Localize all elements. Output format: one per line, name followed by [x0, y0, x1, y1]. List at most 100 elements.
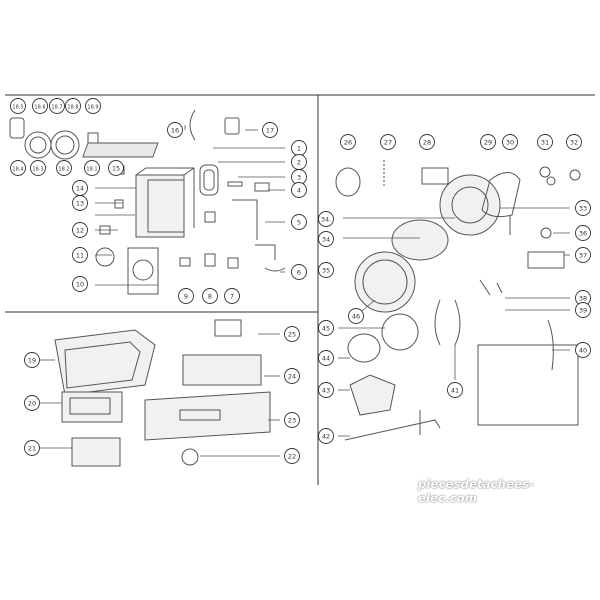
part-callout-number: 34. — [321, 215, 331, 223]
cabinet-parts-drawing — [9, 109, 286, 295]
part-callout-42: 42 — [318, 428, 334, 444]
part-callout-number: 17 — [266, 126, 274, 134]
part-callout-number: 32 — [570, 138, 578, 146]
part-callout-number: 12 — [76, 226, 84, 234]
part-callout-number: 24 — [288, 372, 296, 380]
part-callout-number: 26 — [344, 138, 352, 146]
part-callout-28: 28 — [419, 134, 435, 150]
part-callout-number: 40 — [579, 346, 587, 354]
part-callout-number: 31 — [541, 138, 549, 146]
part-callout-number: 34 — [322, 235, 330, 243]
part-callout-number: 44 — [322, 354, 330, 362]
part-callout-18.2: 18.2 — [56, 160, 72, 176]
part-callout-7: 7 — [224, 288, 240, 304]
part-callout-number: 35 — [322, 266, 330, 274]
part-callout-number: 15 — [112, 164, 120, 172]
part-callout-number: 2 — [297, 158, 301, 166]
part-callout-35: 35 — [318, 262, 334, 278]
part-callout-number: 20 — [28, 399, 36, 407]
part-callout-46: 46 — [348, 308, 364, 324]
part-callout-number: 33 — [579, 204, 587, 212]
part-callout-number: 6 — [297, 268, 301, 276]
part-callout-13: 13 — [72, 195, 88, 211]
part-callout-18.4: 18.4 — [10, 160, 26, 176]
part-callout-number: 18.3 — [32, 166, 43, 172]
part-callout-14: 14 — [72, 180, 88, 196]
part-callout-23: 23 — [284, 412, 300, 428]
part-callout-12: 12 — [72, 222, 88, 238]
part-callout-17: 17 — [262, 122, 278, 138]
part-callout-number: 27 — [384, 138, 392, 146]
part-callout-36: 36 — [575, 225, 591, 241]
part-callout-number: 23 — [288, 416, 296, 424]
part-callout-10: 10 — [72, 276, 88, 292]
part-callout-number: 11 — [76, 251, 84, 259]
part-callout-41: 41 — [447, 382, 463, 398]
part-callout-number: 13 — [76, 199, 84, 207]
part-callout-30: 30 — [502, 134, 518, 150]
part-callout-32: 32 — [566, 134, 582, 150]
part-callout-number: 43 — [322, 386, 330, 394]
part-callout-number: 8 — [208, 292, 212, 300]
part-callout-number: 18.4 — [12, 166, 23, 172]
panel-frame — [5, 94, 595, 485]
part-callout-16: 16 — [167, 122, 183, 138]
part-callout-8: 8 — [202, 288, 218, 304]
part-callout-number: 45 — [322, 324, 330, 332]
part-callout-number: 22 — [288, 452, 296, 460]
part-callout-18.5: 18.5 — [10, 98, 26, 114]
part-callout-number: 9 — [184, 292, 188, 300]
part-callout-number: 18.5 — [12, 104, 23, 110]
part-callout-number: 38 — [579, 294, 587, 302]
part-callout-number: 18.1 — [86, 166, 97, 172]
part-callout-number: 1 — [297, 144, 301, 152]
part-callout-number: 30 — [506, 138, 514, 146]
part-callout-number: 18.6 — [34, 104, 45, 110]
part-callout-29: 29 — [480, 134, 496, 150]
part-callout-number: 10 — [76, 280, 84, 288]
part-callout-18.7: 18.7 — [49, 98, 65, 114]
part-callout-number: 5 — [297, 218, 301, 226]
part-callout-18.3: 18.3 — [30, 160, 46, 176]
part-callout-number: 42 — [322, 432, 330, 440]
drum-parts-drawing — [335, 160, 581, 441]
part-callout-number: 39 — [579, 306, 587, 314]
part-callout-number: 25 — [288, 330, 296, 338]
part-callout-15: 15 — [108, 160, 124, 176]
part-callout-number: 37 — [579, 251, 587, 259]
part-callout-number: 36 — [579, 229, 587, 237]
part-callout-number: 19 — [28, 356, 36, 364]
part-callout-37: 37 — [575, 247, 591, 263]
part-callout-34: 34 — [318, 231, 334, 247]
part-callout-number: 16 — [171, 126, 179, 134]
watermark-text: piecesdetachees-elec.com — [418, 477, 535, 505]
part-callout-18.1: 18.1 — [84, 160, 100, 176]
part-callout-33: 33 — [575, 200, 591, 216]
part-callout-number: 18.2 — [58, 166, 69, 172]
dispenser-parts-drawing — [54, 319, 271, 467]
part-callout-43: 43 — [318, 382, 334, 398]
part-callout-number: 18.7 — [51, 104, 62, 110]
part-callout-number: 29 — [484, 138, 492, 146]
part-callout-11: 11 — [72, 247, 88, 263]
part-callout-19: 19 — [24, 352, 40, 368]
part-callout-18.9: 18.9 — [85, 98, 101, 114]
part-callout-18.8: 18.8 — [65, 98, 81, 114]
part-callout-31: 31 — [537, 134, 553, 150]
part-callout-21: 21 — [24, 440, 40, 456]
part-callout-45: 45 — [318, 320, 334, 336]
part-callout-number: 41 — [451, 386, 459, 394]
part-callout-number: 18.9 — [87, 104, 98, 110]
part-callout-number: 28 — [423, 138, 431, 146]
part-callout-25: 25 — [284, 326, 300, 342]
part-callout-number: 21 — [28, 444, 36, 452]
part-callout-number: 46 — [352, 312, 360, 320]
part-callout-27: 27 — [380, 134, 396, 150]
part-callout-number: 14 — [76, 184, 84, 192]
part-callout-number: 7 — [230, 292, 234, 300]
part-callout-20: 20 — [24, 395, 40, 411]
leader-lines — [40, 125, 570, 457]
part-callout-24: 24 — [284, 368, 300, 384]
